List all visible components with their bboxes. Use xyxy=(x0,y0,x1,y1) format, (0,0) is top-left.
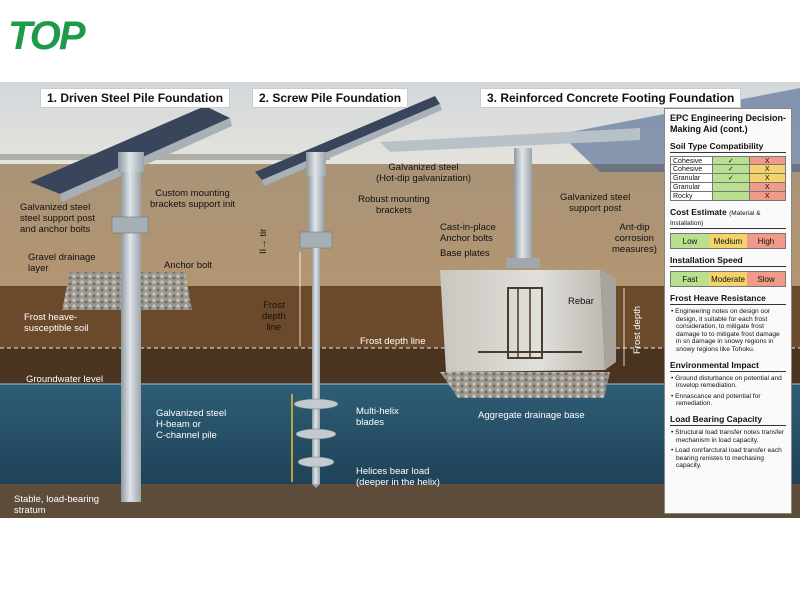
speed-slow: Slow xyxy=(747,272,785,286)
label-frost-depth-line-v: Frost depth line xyxy=(262,300,286,333)
load-bullet-2: • Load ronrfarctural load transfer each … xyxy=(671,447,782,470)
cost-heading: Cost Estimate (Material & Installation) xyxy=(670,207,786,229)
frost-bullet: • Engineering notes on design oor design… xyxy=(671,308,780,353)
speed-scale: Fast Moderate Slow xyxy=(670,271,786,287)
soil-heading: Soil Type Compatibility xyxy=(670,141,786,153)
label-robust-brackets: Robust mounting brackets xyxy=(358,194,430,216)
title-driven-pile: 1. Driven Steel Pile Foundation xyxy=(40,88,231,108)
label-frost-depth-line: Frost depth line xyxy=(360,336,426,347)
load-bullet-1: • Structural load transfer notes transfe… xyxy=(671,428,784,444)
speed-moderate: Moderate xyxy=(709,272,747,286)
panel-title: EPC Engineering Decision- Making Aid (co… xyxy=(670,113,787,134)
label-frost-depth-v: Frost depth xyxy=(632,305,643,354)
label-h-beam: Galvanized steel H-beam or C-channel pil… xyxy=(156,408,227,441)
label-frost-heave-soil: Frost heave- susceptible soil xyxy=(24,312,89,334)
label-custom-brackets: Custom mounting brackets support init xyxy=(150,188,236,210)
label-stable-stratum: Stable, load-bearing stratum xyxy=(14,494,100,516)
cost-medium: Medium xyxy=(709,234,747,248)
speed-heading: Installation Speed xyxy=(670,255,786,267)
label-rebar: Rebar xyxy=(568,296,594,307)
label-hot-dip: Galvanized steel (Hot-dip galvanization) xyxy=(376,162,472,184)
label-aggregate-base: Aggregate drainage base xyxy=(478,410,585,421)
label-anchor-bolt: Anchor bolt xyxy=(164,260,213,271)
env-heading: Environmental Impact xyxy=(670,360,786,372)
label-gravel-layer: Gravel drainage layer xyxy=(28,252,96,274)
cost-high: High xyxy=(747,234,785,248)
logo-text: TOP xyxy=(8,14,86,58)
env-bullet-2: • Ennascance and potential for remediati… xyxy=(671,392,761,408)
label-base-plates: Base plates xyxy=(440,248,490,259)
decision-aid-panel: EPC Engineering Decision- Making Aid (co… xyxy=(664,108,792,514)
label-anti-dip: Ant-dip corrosion measures) xyxy=(612,222,657,255)
speed-fast: Fast xyxy=(671,272,709,286)
soil-row: Cohesive✓X xyxy=(670,156,786,165)
soil-row: Granular✓X xyxy=(670,174,786,183)
soil-row: Cohesive✓X xyxy=(670,165,786,174)
label-multi-helix: Multi-helix blades xyxy=(356,406,399,428)
frost-heading: Frost Heave Resistance xyxy=(670,293,786,305)
label-cast-anchor: Cast-in-place Anchor bolts xyxy=(440,222,496,244)
label-frost-tir: II→ tir xyxy=(258,228,269,254)
cost-low: Low xyxy=(671,234,709,248)
cost-scale: Low Medium High xyxy=(670,233,786,249)
label-groundwater: Groundwater level xyxy=(26,374,104,385)
title-concrete-footing: 3. Reinforced Concrete Footing Foundatio… xyxy=(480,88,742,108)
load-heading: Load Bearing Capacity xyxy=(670,414,786,426)
soil-table: Cohesive✓X Cohesive✓X Granular✓X Granula… xyxy=(670,156,786,201)
env-bullet-1: • Ground disturbance on potential and ir… xyxy=(671,374,782,390)
label-helices-bear: Helices bear load (deeper in the helix) xyxy=(356,466,440,488)
top-logo: TOP xyxy=(8,14,118,62)
label-galv-support-post: Galvanized steel steel support post and … xyxy=(20,202,95,235)
title-screw-pile: 2. Screw Pile Foundation xyxy=(252,88,409,108)
label-galv-support-post-2: Galvanized steel support post xyxy=(560,192,631,214)
